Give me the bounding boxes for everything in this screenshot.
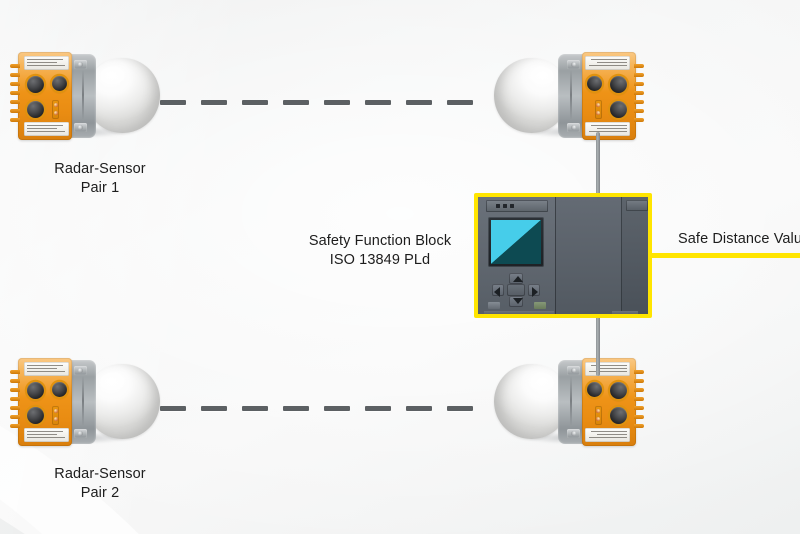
plc-terminal-block: [486, 200, 548, 212]
connector-m12-2: [587, 382, 602, 397]
controller-label-line1: Safety Function Block: [308, 233, 452, 249]
type-plate-bottom: [585, 122, 630, 136]
pair-1-label-line1: Radar-Sensor: [54, 161, 146, 177]
collar-screw-bottom: [567, 123, 580, 132]
type-plate-bottom: [24, 122, 69, 136]
connector-m12-1: [610, 76, 627, 93]
type-plate-bottom: [585, 428, 630, 442]
plc-panel-middle: [556, 197, 622, 314]
plc-housing: [478, 197, 648, 317]
connector-m12-3: [610, 407, 627, 424]
status-led-group: [595, 406, 602, 425]
up-arrow-icon: [513, 276, 523, 282]
radar-sensor-pair-2-right[interactable]: [494, 354, 646, 449]
safe-distance-value-label: Safe Distance Valu: [678, 231, 800, 247]
housing-fins: [634, 64, 644, 130]
esc-key[interactable]: [488, 302, 500, 309]
safety-plc[interactable]: [474, 193, 652, 319]
plc-display-bezel: [488, 217, 544, 267]
safety-function-block-label: Safety Function Block ISO 13849 PLd: [290, 232, 470, 270]
safe-distance-output-line: [648, 253, 800, 258]
cable-pair-2-to-plc: [596, 314, 600, 376]
connector-m12-1: [27, 382, 44, 399]
radar-sensor-pair-1-label: Radar-Sensor Pair 1: [0, 160, 200, 198]
radar-sensor-pair-2-label: Radar-Sensor Pair 2: [0, 465, 200, 503]
connector-m12-1: [610, 382, 627, 399]
cable-pair-1-to-plc: [596, 132, 600, 196]
connector-m12-3: [27, 407, 44, 424]
collar-screw-top: [567, 366, 580, 375]
pair-2-label-line1: Radar-Sensor: [54, 466, 146, 482]
right-arrow-icon: [532, 287, 538, 297]
type-plate-top: [24, 56, 69, 70]
plc-keypad[interactable]: [488, 273, 546, 309]
pair-1-label-line2: Pair 1: [80, 180, 120, 196]
plc-highlight-outline: [474, 193, 652, 318]
display-graphic: [491, 220, 541, 264]
down-arrow-icon: [513, 298, 523, 304]
collar-screw-bottom: [74, 429, 87, 438]
collar-seam: [570, 376, 572, 426]
housing-fins: [10, 370, 20, 436]
connector-m12-2: [587, 76, 602, 91]
housing-fins: [634, 370, 644, 436]
type-plate-top: [585, 56, 630, 70]
connector-m12-2: [52, 76, 67, 91]
radome-highlight: [524, 372, 554, 394]
status-led-group: [595, 100, 602, 119]
radome-highlight: [524, 66, 554, 88]
radar-sensor-pair-1-right[interactable]: [494, 48, 646, 143]
plc-terminal-block-right: [626, 200, 648, 211]
keypad-center[interactable]: [507, 284, 525, 296]
radome-highlight: [100, 66, 130, 88]
radome-highlight: [100, 372, 130, 394]
pair-2-label-line2: Pair 2: [80, 485, 120, 501]
radar-sensor-pair-2-left[interactable]: [8, 354, 160, 449]
connector-m12-3: [610, 101, 627, 118]
connector-m12-2: [52, 382, 67, 397]
measurement-beam-pair-1: [160, 100, 490, 105]
collar-seam: [570, 70, 572, 120]
housing-fins: [10, 64, 20, 130]
collar-seam: [82, 70, 84, 120]
left-arrow-icon: [494, 287, 500, 297]
status-led-group: [52, 100, 59, 119]
plc-panel-right: [622, 197, 648, 314]
type-plate-top: [585, 362, 630, 376]
collar-screw-top: [74, 366, 87, 375]
collar-seam: [82, 376, 84, 426]
connector-m12-3: [27, 101, 44, 118]
type-plate-top: [24, 362, 69, 376]
ok-key[interactable]: [534, 302, 546, 309]
collar-screw-top: [74, 60, 87, 69]
controller-label-line2: ISO 13849 PLd: [329, 252, 431, 268]
connector-m12-1: [27, 76, 44, 93]
plc-display: [491, 220, 541, 264]
radar-sensor-pair-1-left[interactable]: [8, 48, 160, 143]
collar-screw-top: [567, 60, 580, 69]
collar-screw-bottom: [74, 123, 87, 132]
collar-screw-bottom: [567, 429, 580, 438]
type-plate-bottom: [24, 428, 69, 442]
status-led-group: [52, 406, 59, 425]
measurement-beam-pair-2: [160, 406, 490, 411]
